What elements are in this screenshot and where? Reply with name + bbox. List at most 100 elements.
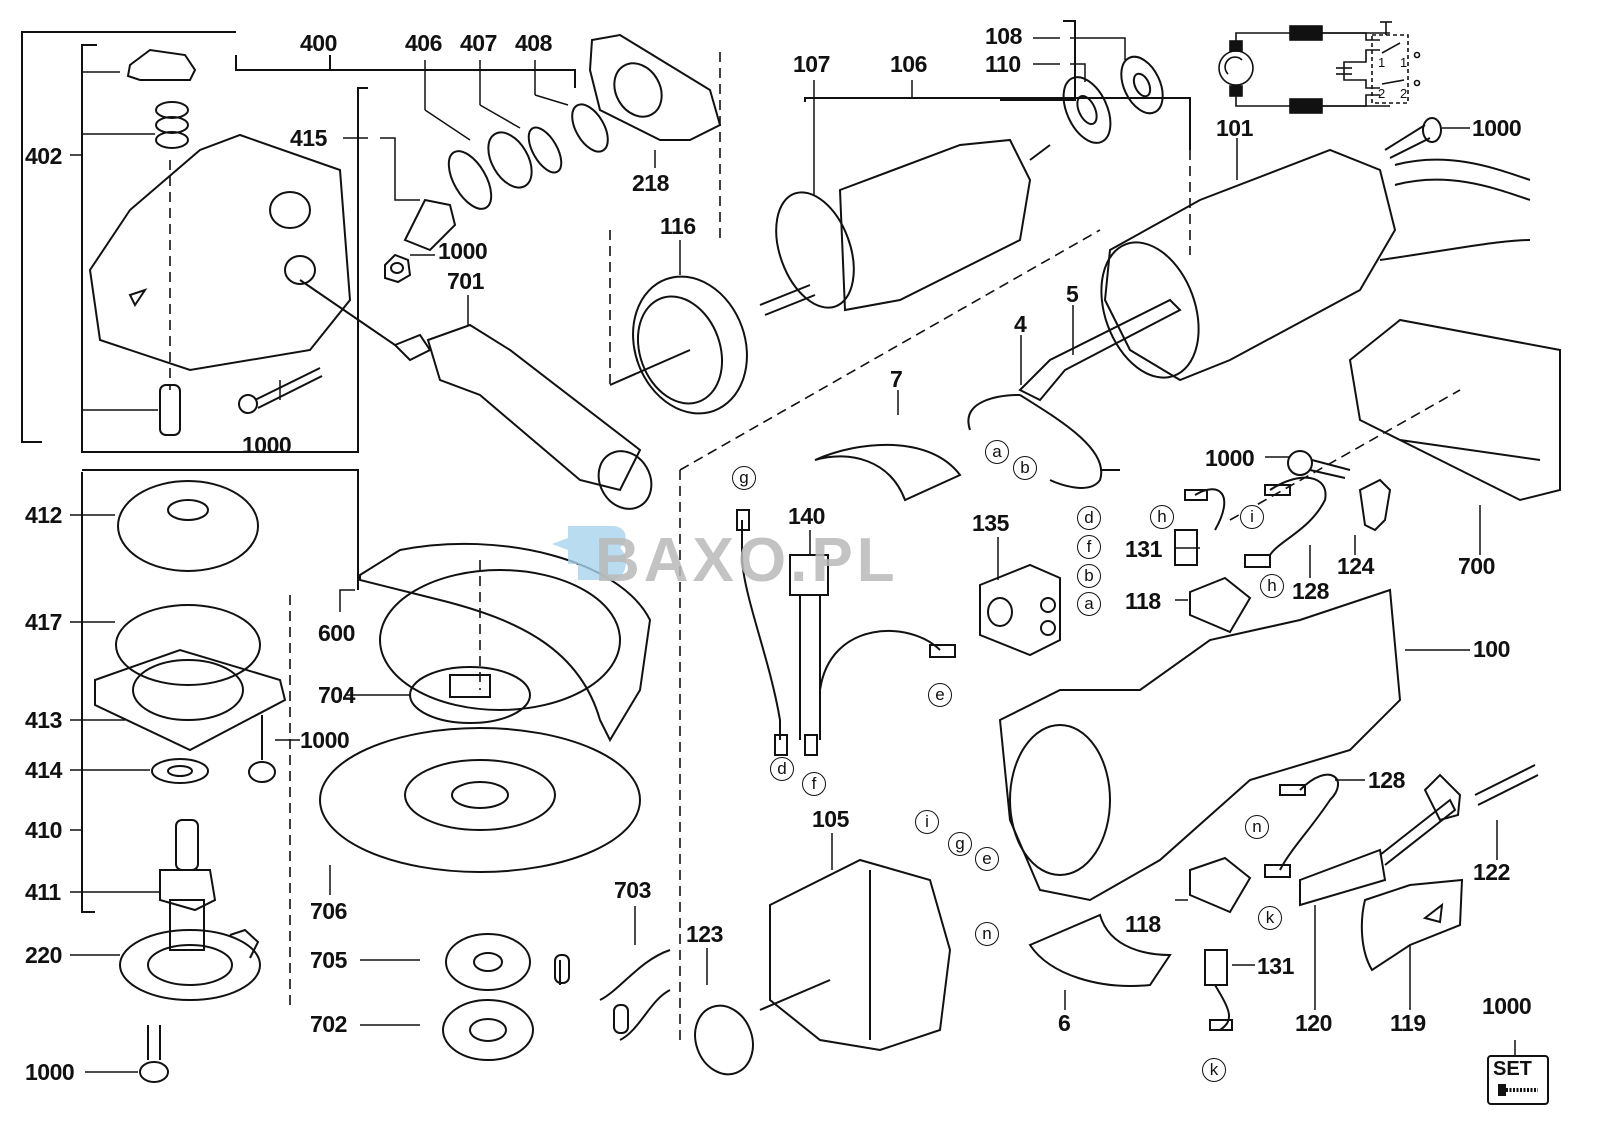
set-badge-label: SET <box>1493 1058 1532 1080</box>
watermark-text: BAXO.PL <box>595 526 899 595</box>
part-label-703: 703 <box>614 877 651 903</box>
part-label-408: 408 <box>515 30 552 56</box>
schematic-switch-1-right: 1 <box>1400 55 1408 70</box>
screw-set-icon <box>1498 1084 1538 1096</box>
part-label-1000-screw: 1000 <box>242 432 292 458</box>
screw-1000-bottom <box>139 1025 169 1083</box>
part-label-131-bottom: 131 <box>1257 953 1294 979</box>
leader-lines <box>70 37 1516 1073</box>
part-label-105: 105 <box>812 806 849 832</box>
part-label-7: 7 <box>890 366 903 392</box>
part-label-706: 706 <box>310 898 347 924</box>
wire-marker-k: k <box>1202 1058 1226 1082</box>
part-label-101: 101 <box>1216 115 1253 141</box>
part-label-106: 106 <box>890 51 927 77</box>
field-coil-105 <box>759 858 952 1052</box>
schematic-switch-1-left: 1 <box>1378 55 1386 70</box>
part-label-118-top: 118 <box>1125 588 1161 614</box>
wire-marker-a: a <box>985 440 1009 464</box>
cable-clamp-124 <box>1287 450 1392 532</box>
wire-marker-f: f <box>1077 535 1101 559</box>
part-label-100: 100 <box>1473 636 1510 662</box>
part-label-220: 220 <box>25 942 62 968</box>
part-label-1000-bottom: 1000 <box>25 1059 75 1085</box>
schematic-switch-2-left: 2 <box>1378 86 1386 101</box>
switch-135 <box>979 563 1061 657</box>
part-label-402: 402 <box>25 143 62 169</box>
wire-marker-i: i <box>915 810 939 834</box>
part-label-702: 702 <box>310 1011 347 1037</box>
gear-housing-402 <box>88 48 352 436</box>
part-label-1000-clamp: 1000 <box>1205 445 1255 471</box>
wire-marker-e: e <box>928 683 952 707</box>
part-label-123: 123 <box>686 921 723 947</box>
spindle-410 <box>159 819 217 951</box>
wheel-guard-600 <box>359 542 652 743</box>
motor-housing-101 <box>1100 148 1531 382</box>
wire-marker-b: b <box>1013 456 1037 480</box>
insulation-7 <box>814 443 962 502</box>
part-label-411: 411 <box>25 879 61 905</box>
part-label-122: 122 <box>1473 859 1510 885</box>
wire-marker-n: n <box>1245 815 1269 839</box>
wire-marker-f: f <box>802 772 826 796</box>
part-label-116: 116 <box>660 213 696 239</box>
screw-1000-flange <box>248 715 276 783</box>
part-label-600: 600 <box>318 620 355 646</box>
bevel-gear-412 <box>117 480 259 572</box>
oring-417 <box>115 604 261 686</box>
wire-marker-b: b <box>1077 564 1101 588</box>
bearings-110-108 <box>1062 55 1164 144</box>
suppressor-140 <box>736 509 956 756</box>
wiring-schematic <box>1218 21 1421 114</box>
wire-marker-d: d <box>1077 506 1101 530</box>
motor-housing-100 <box>998 588 1402 902</box>
part-label-407: 407 <box>460 30 497 56</box>
washer-414 <box>151 758 209 784</box>
assembly-dashed-lines <box>169 52 1461 1040</box>
wire-marker-e: e <box>975 847 999 871</box>
part-label-140: 140 <box>788 503 825 529</box>
brush-holder-118b <box>1189 856 1252 1031</box>
part-label-417: 417 <box>25 609 62 635</box>
cover-6 <box>1028 913 1172 987</box>
cable-guard-4-5 <box>967 298 1182 489</box>
set-badge: SET <box>1487 1055 1549 1105</box>
part-label-119: 119 <box>1390 1010 1426 1036</box>
part-label-704: 704 <box>318 682 355 708</box>
part-label-1000-pinion: 1000 <box>438 238 488 264</box>
part-label-110: 110 <box>985 51 1021 77</box>
spacer-ring-123 <box>694 1004 754 1076</box>
wire-marker-k: k <box>1258 906 1282 930</box>
rear-handle-700 <box>1348 318 1561 502</box>
part-label-1000-housing: 1000 <box>1472 115 1522 141</box>
part-label-218: 218 <box>632 170 669 196</box>
grinding-disc-706 <box>319 727 641 873</box>
part-label-118-bottom: 118 <box>1125 911 1161 937</box>
wire-marker-d: d <box>770 757 794 781</box>
part-label-406: 406 <box>405 30 442 56</box>
watermark-logo-icon <box>552 526 626 580</box>
brush-cable-128a <box>1244 476 1327 568</box>
part-label-413: 413 <box>25 707 62 733</box>
schematic-switch-2-right: 2 <box>1400 86 1408 101</box>
part-label-128-top: 128 <box>1292 578 1329 604</box>
part-label-135: 135 <box>972 510 1009 536</box>
part-label-120: 120 <box>1295 1010 1332 1036</box>
lock-plate-220 <box>119 928 261 1001</box>
wire-marker-g: g <box>948 832 972 856</box>
wire-marker-a: a <box>1077 592 1101 616</box>
switch-button-119 <box>1360 878 1464 972</box>
part-label-5: 5 <box>1066 281 1079 307</box>
armature-106 <box>759 138 1051 316</box>
clamp-nuts-705-702 <box>442 933 534 1061</box>
spring-122 <box>1474 764 1539 806</box>
part-label-6: 6 <box>1058 1010 1071 1036</box>
group-brackets <box>21 20 1191 913</box>
brush-cable-128b <box>1264 773 1340 878</box>
part-label-1000-flange: 1000 <box>300 727 350 753</box>
part-label-415: 415 <box>290 125 327 151</box>
pinion-assembly <box>384 33 722 284</box>
